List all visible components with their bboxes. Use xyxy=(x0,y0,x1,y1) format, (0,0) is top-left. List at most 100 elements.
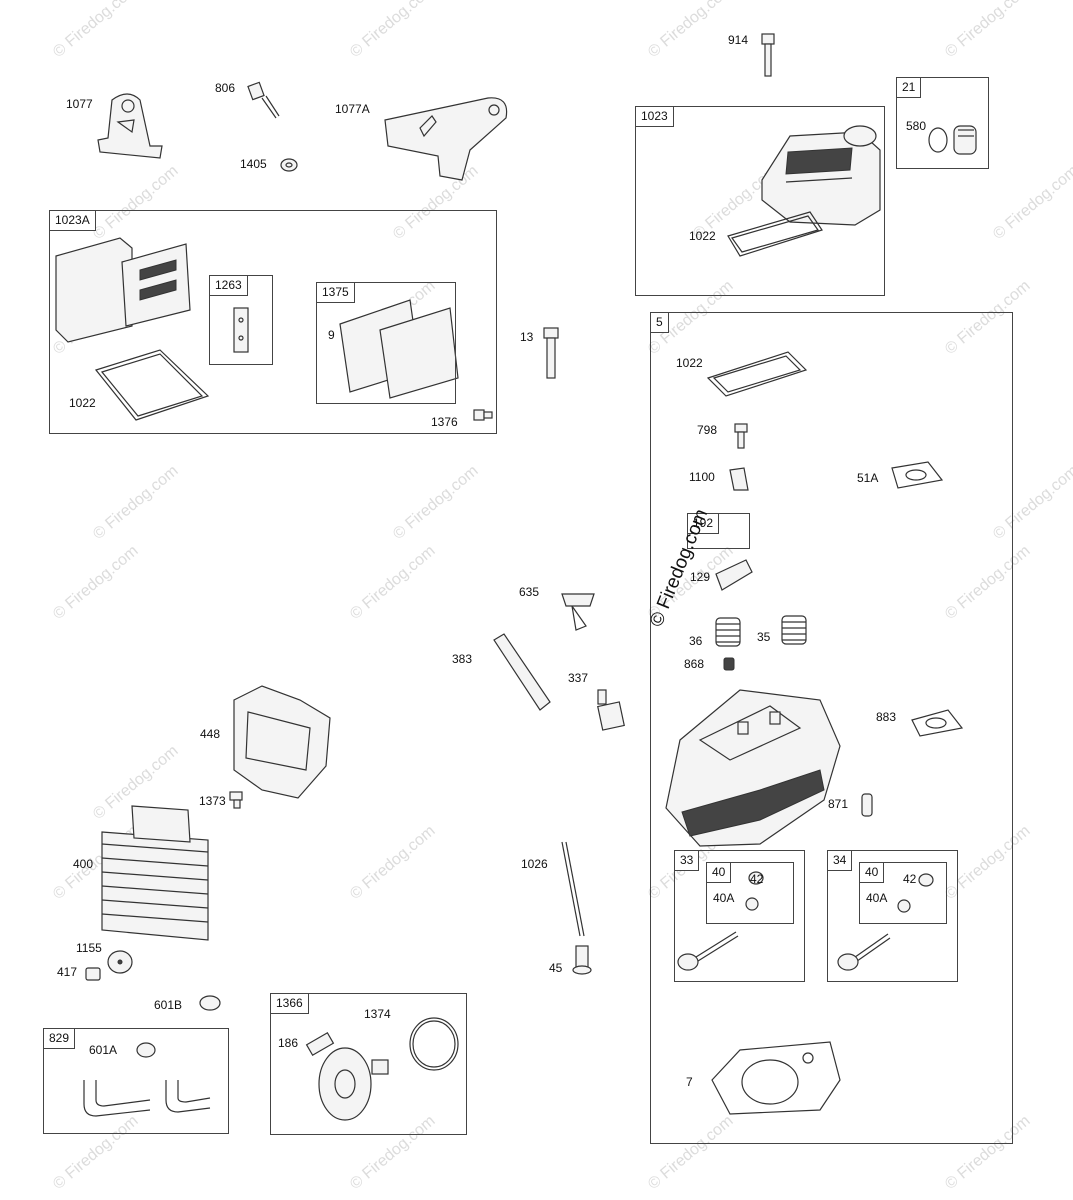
part-448-shroud xyxy=(233,685,331,799)
box-33: 33 xyxy=(674,850,805,982)
box-5: 5 xyxy=(650,312,1013,1144)
box-label: 1366 xyxy=(270,993,309,1014)
part-7-head-gasket xyxy=(711,1041,841,1115)
label-129: 129 xyxy=(690,570,711,584)
part-383-pushrod-guide xyxy=(493,633,551,711)
box-label: 33 xyxy=(674,850,700,871)
part-1022-gasket-top xyxy=(727,211,823,257)
part-871-pin xyxy=(861,793,873,817)
part-34-valve xyxy=(837,873,934,971)
part-129-rocker xyxy=(715,559,753,591)
label-51A: 51A xyxy=(857,471,879,485)
label-42-box33: 42 xyxy=(750,872,764,886)
label-35: 35 xyxy=(757,630,771,644)
part-868-seal xyxy=(723,657,735,671)
box-1375: 1375 xyxy=(316,282,456,404)
label-1376: 1376 xyxy=(431,415,458,429)
label-42-box34: 42 xyxy=(903,872,917,886)
label-635: 635 xyxy=(519,585,540,599)
box-192: 192 xyxy=(687,513,750,549)
label-7: 7 xyxy=(686,1075,693,1089)
box-label: 21 xyxy=(896,77,922,98)
label-383: 383 xyxy=(452,652,473,666)
box-label: 40 xyxy=(859,862,885,883)
box-label: 1023 xyxy=(635,106,674,127)
part-580-cap xyxy=(928,125,977,155)
box-1023: 1023 xyxy=(635,106,885,296)
label-36: 36 xyxy=(689,634,703,648)
box-label: 192 xyxy=(687,513,720,534)
box-label: 34 xyxy=(827,850,853,871)
label-868: 868 xyxy=(684,657,705,671)
part-601B-clamp xyxy=(199,995,221,1011)
part-1022-gasket-left xyxy=(94,349,210,421)
label-1374: 1374 xyxy=(364,1007,391,1021)
part-51A-gasket xyxy=(891,461,944,489)
box-label: 40 xyxy=(706,862,732,883)
part-13-bolt xyxy=(543,327,559,379)
part-35-spring xyxy=(781,615,807,645)
label-601A: 601A xyxy=(89,1043,118,1057)
label-798: 798 xyxy=(697,423,718,437)
part-914-bolt xyxy=(761,33,775,77)
box-label: 1375 xyxy=(316,282,355,303)
part-1405-nut xyxy=(280,158,298,172)
label-601B: 601B xyxy=(154,998,183,1012)
label-1155: 1155 xyxy=(76,941,102,955)
box-33-40: 40 xyxy=(706,862,794,924)
label-400: 400 xyxy=(73,857,94,871)
label-580: 580 xyxy=(906,119,927,133)
box-34-40: 40 xyxy=(859,862,947,924)
part-829-hoses xyxy=(83,1080,211,1117)
part-1366-adapter xyxy=(305,1031,389,1121)
part-337-spark-plug xyxy=(597,689,625,731)
label-883: 883 xyxy=(876,710,897,724)
label-1022-left: 1022 xyxy=(69,396,96,410)
box-label: 5 xyxy=(650,312,669,333)
part-1375-gaskets xyxy=(339,299,459,399)
label-1022-box5: 1022 xyxy=(676,356,703,370)
part-1374-o-ring xyxy=(409,1017,459,1071)
label-1405: 1405 xyxy=(240,157,267,171)
part-33-valve xyxy=(677,871,764,971)
part-883-gasket xyxy=(911,709,964,737)
label-186: 186 xyxy=(278,1036,299,1050)
part-1077-bracket xyxy=(97,93,163,159)
box-1263: 1263 xyxy=(209,275,273,365)
part-400-oil-cooler xyxy=(101,805,209,941)
part-1373-screw xyxy=(229,791,243,809)
label-1022-top: 1022 xyxy=(689,229,716,243)
box-1366: 1366 xyxy=(270,993,467,1135)
label-448: 448 xyxy=(200,727,221,741)
label-9: 9 xyxy=(328,328,335,342)
part-635-cap xyxy=(561,593,595,631)
part-cylinder-head xyxy=(665,689,841,847)
part-806-bolt xyxy=(247,81,280,119)
label-914: 914 xyxy=(728,33,749,47)
box-21: 21 xyxy=(896,77,989,169)
label-417: 417 xyxy=(57,965,78,979)
part-1263-plate xyxy=(233,307,249,353)
box-829: 829 xyxy=(43,1028,229,1134)
part-1023A-cover xyxy=(55,237,191,343)
box-label: 1263 xyxy=(209,275,248,296)
label-337: 337 xyxy=(568,671,589,685)
box-label: 829 xyxy=(43,1028,76,1049)
part-1022-gasket-box5 xyxy=(706,351,808,397)
box-label: 1023A xyxy=(49,210,96,231)
label-1077: 1077 xyxy=(66,97,93,111)
part-1026-pushrod xyxy=(561,841,585,937)
part-1376-screw xyxy=(473,409,493,421)
part-798-screw xyxy=(734,423,748,449)
label-40A-box34: 40A xyxy=(866,891,888,905)
box-1023A: 1023A xyxy=(49,210,497,434)
part-45-tappet xyxy=(572,945,592,975)
part-601A-clamp xyxy=(136,1042,156,1058)
label-1100: 1100 xyxy=(689,470,715,484)
label-40A-box33: 40A xyxy=(713,891,735,905)
part-1077A-bracket xyxy=(384,97,508,181)
label-13: 13 xyxy=(520,330,534,344)
part-1100-clip xyxy=(729,467,749,491)
